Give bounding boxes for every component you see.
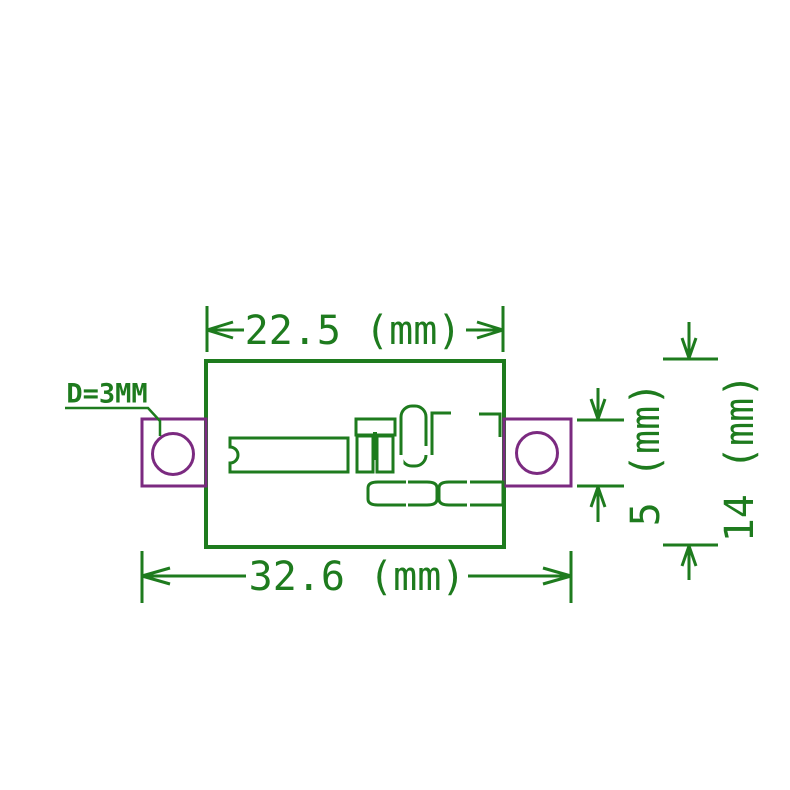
dimension-label-board-height: 14 (mm): [717, 374, 763, 543]
leader-line: [65, 406, 162, 436]
hole-diameter-callout: D=3MM: [65, 379, 162, 436]
smd-pad-1: [366, 480, 406, 507]
board-outline: [204, 359, 506, 549]
bracket-footprint-left: [430, 411, 451, 455]
dimension-label-top-width: 22.5 (mm): [245, 308, 462, 354]
arrowhead-up: [589, 486, 607, 522]
capsule-outline-gap-right: [423, 446, 429, 455]
arrowhead-right: [466, 320, 504, 340]
dimension-label-overall-width: 32.6 (mm): [249, 554, 466, 600]
dimension-tab-height: 5 (mm): [577, 382, 669, 527]
smd-pad-2: [408, 480, 439, 507]
capacitor-footprint: [399, 404, 428, 468]
capsule-outline-gap-left: [398, 455, 404, 464]
dimension-board-height: 14 (mm): [663, 322, 763, 580]
inductor-footprint: [228, 436, 350, 474]
component-footprints: [228, 404, 505, 507]
smd-pad-3: [437, 480, 467, 507]
arrowhead-left: [141, 566, 246, 586]
component-vertical-rect-left: [355, 434, 375, 474]
arrowhead-down: [589, 388, 607, 420]
dimension-overall-width: 32.6 (mm): [140, 551, 573, 603]
board-group: [140, 359, 573, 549]
smd-pad-4: [470, 480, 505, 507]
dimension-top-width: 22.5 (mm): [205, 306, 505, 354]
arrowhead-up: [680, 545, 698, 580]
left-mounting-tab: [140, 417, 208, 488]
bracket-footprint-right: [479, 412, 502, 437]
arrowhead-down: [680, 322, 698, 359]
hole-diameter-label: D=3MM: [66, 379, 147, 410]
arrowhead-left: [206, 320, 244, 340]
left-mounting-hole: [151, 432, 195, 476]
right-mounting-tab: [502, 417, 573, 488]
right-mounting-hole: [515, 431, 559, 475]
dimension-label-tab-height: 5 (mm): [623, 382, 669, 527]
component-vertical-rect-right: [375, 434, 395, 474]
arrowhead-right: [468, 566, 572, 586]
